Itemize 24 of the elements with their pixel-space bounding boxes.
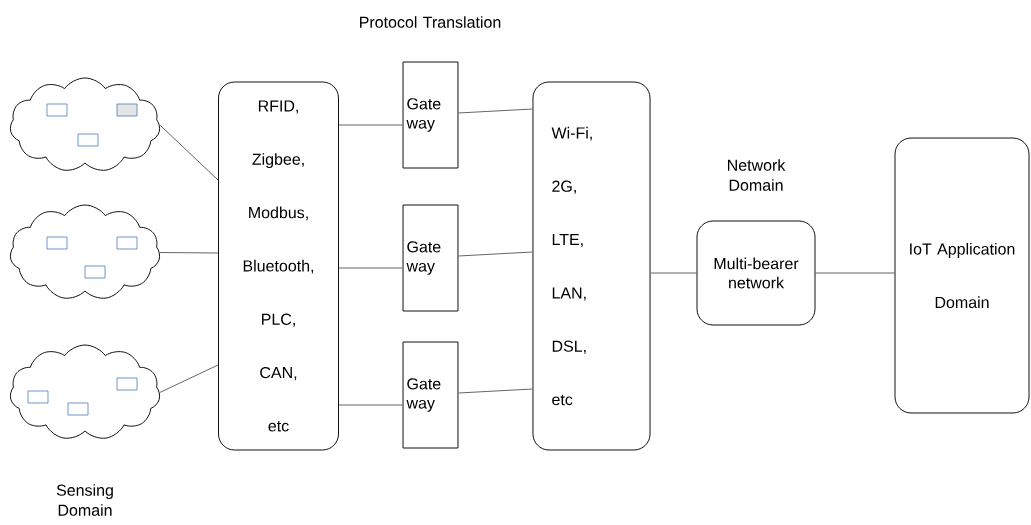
gateway-box: Gate way xyxy=(402,61,459,169)
protocol-box: RFID, Zigbee, Modbus, Bluetooth, PLC, CAN, etc xyxy=(218,81,339,451)
domain-label: Sensing Domain xyxy=(56,484,113,516)
sensor-cloud xyxy=(9,344,161,439)
connector-line xyxy=(338,404,404,406)
connector-line xyxy=(338,124,404,126)
domain-label: Network Domain xyxy=(728,159,786,191)
connector-line xyxy=(815,272,895,274)
network-box: Multi-bearer network xyxy=(696,220,816,326)
connector-line xyxy=(159,252,219,254)
connector-line xyxy=(457,108,533,114)
connector-line xyxy=(159,364,219,393)
connector-line xyxy=(159,124,219,181)
network-box: Wi-Fi, 2G, LTE, LAN, DSL, etc xyxy=(532,81,651,451)
domain-box: IoT Application Domain xyxy=(894,137,1030,414)
connector-line xyxy=(650,272,697,274)
sensor-cloud xyxy=(9,77,161,171)
connector-line xyxy=(338,267,404,269)
connector-line xyxy=(457,251,533,257)
sensor-cloud xyxy=(9,204,161,299)
domain-label: Protocol Translation xyxy=(360,16,501,28)
gateway-box: Gate way xyxy=(402,204,459,312)
connector-line xyxy=(457,388,533,394)
gateway-box: Gate way xyxy=(402,341,459,449)
